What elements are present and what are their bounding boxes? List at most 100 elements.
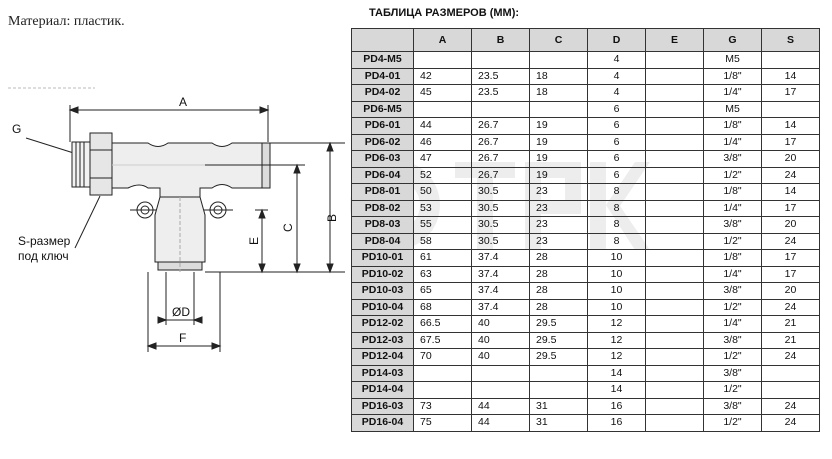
cell-g: 3/8": [703, 150, 762, 168]
cell-d: 6: [587, 166, 646, 184]
cell-model: PD8-02: [351, 199, 414, 217]
cell-d: 10: [587, 265, 646, 283]
cell-d: 8: [587, 199, 646, 217]
cell-d: 16: [587, 397, 646, 415]
cell-d: 8: [587, 183, 646, 201]
cell-model: PD10-02: [351, 265, 414, 283]
cell-e: [645, 315, 704, 333]
cell-g: 1/4": [703, 315, 762, 333]
cell-a: 52: [413, 166, 472, 184]
cell-b: 26.7: [471, 150, 530, 168]
cell-g: 3/8": [703, 282, 762, 300]
cell-a: 42: [413, 67, 472, 85]
table-title: ТАБЛИЦА РАЗМЕРОВ (ММ):: [369, 7, 520, 19]
label-od: ØD: [172, 305, 190, 319]
cell-a: 58: [413, 232, 472, 250]
cell-g: 1/4": [703, 265, 762, 283]
cell-d: 4: [587, 84, 646, 102]
header-g: G: [703, 28, 762, 52]
cell-model: PD6-02: [351, 133, 414, 151]
label-c: C: [281, 223, 295, 232]
cell-model: PD8-03: [351, 216, 414, 234]
cell-c: 23: [529, 232, 588, 250]
cell-model: PD8-04: [351, 232, 414, 250]
cell-s: 17: [761, 84, 820, 102]
cell-g: 1/4": [703, 133, 762, 151]
cell-s: 21: [761, 331, 820, 349]
cell-model: PD6-M5: [351, 100, 414, 118]
cell-s: 20: [761, 282, 820, 300]
cell-e: [645, 348, 704, 366]
cell-a: [413, 51, 472, 69]
header-model: [351, 28, 414, 52]
cell-b: 37.4: [471, 249, 530, 267]
cell-g: 3/8": [703, 397, 762, 415]
cell-c: 19: [529, 166, 588, 184]
cell-s: 17: [761, 265, 820, 283]
cell-b: 26.7: [471, 117, 530, 135]
cell-c: 28: [529, 298, 588, 316]
cell-c: 23: [529, 183, 588, 201]
header-a: A: [413, 28, 472, 52]
table-header-row: A B C D E G S: [351, 28, 820, 52]
cell-s: 14: [761, 183, 820, 201]
label-e: E: [247, 237, 261, 245]
cell-model: PD4-02: [351, 84, 414, 102]
label-s-line2: под ключ: [18, 249, 69, 263]
cell-e: [645, 51, 704, 69]
cell-d: 16: [587, 414, 646, 432]
cell-s: 20: [761, 150, 820, 168]
cell-a: 44: [413, 117, 472, 135]
cell-d: 6: [587, 100, 646, 118]
cell-model: PD14-03: [351, 364, 414, 382]
cell-g: 1/8": [703, 249, 762, 267]
cell-c: [529, 381, 588, 399]
cell-d: 4: [587, 51, 646, 69]
cell-a: 45: [413, 84, 472, 102]
header-e: E: [645, 28, 704, 52]
cell-b: [471, 51, 530, 69]
cell-model: PD10-03: [351, 282, 414, 300]
label-s-line1: S-размер: [18, 234, 71, 248]
cell-a: [413, 364, 472, 382]
cell-e: [645, 67, 704, 85]
cell-g: M5: [703, 51, 762, 69]
cell-a: 61: [413, 249, 472, 267]
cell-a: 47: [413, 150, 472, 168]
cell-e: [645, 100, 704, 118]
cell-c: 28: [529, 265, 588, 283]
cell-b: [471, 381, 530, 399]
cell-model: PD4-01: [351, 67, 414, 85]
cell-model: PD16-04: [351, 414, 414, 432]
cell-model: PD10-04: [351, 298, 414, 316]
cell-e: [645, 282, 704, 300]
cell-c: 23: [529, 199, 588, 217]
cell-e: [645, 117, 704, 135]
cell-e: [645, 381, 704, 399]
cell-s: [761, 364, 820, 382]
cell-b: [471, 100, 530, 118]
cell-g: M5: [703, 100, 762, 118]
cell-c: 28: [529, 249, 588, 267]
cell-b: 23.5: [471, 67, 530, 85]
cell-e: [645, 397, 704, 415]
cell-g: 1/2": [703, 232, 762, 250]
cell-d: 14: [587, 381, 646, 399]
cell-c: 18: [529, 84, 588, 102]
cell-s: 24: [761, 298, 820, 316]
cell-a: [413, 100, 472, 118]
cell-b: [471, 364, 530, 382]
cell-model: PD14-04: [351, 381, 414, 399]
cell-g: 1/2": [703, 381, 762, 399]
cell-c: 31: [529, 414, 588, 432]
cell-a: [413, 381, 472, 399]
label-f: F: [179, 331, 186, 345]
